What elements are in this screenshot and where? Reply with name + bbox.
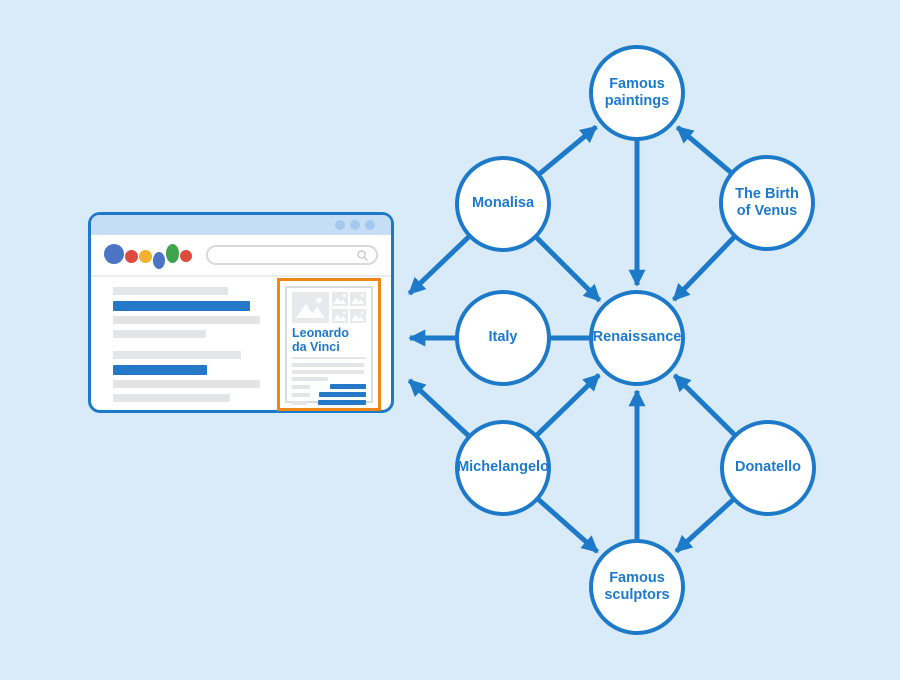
window-control-dots <box>335 220 375 230</box>
results-area: Leonardo da Vinci <box>91 277 391 413</box>
graph-node-renaissance: Renaissance <box>589 290 685 386</box>
panel-text-line <box>292 377 328 381</box>
logo-dot-red <box>125 249 138 263</box>
window-control-dot <box>350 220 360 230</box>
window-control-dot <box>365 220 375 230</box>
graph-node-famous-paintings: Famous paintings <box>589 45 685 141</box>
result-line-gray <box>113 316 260 324</box>
graph-node-monalisa: Monalisa <box>455 156 551 252</box>
image-thumbnails <box>332 292 366 323</box>
panel-label-line <box>292 400 307 405</box>
logo-dot-green-tall <box>166 243 179 263</box>
knowledge-panel-text-skeleton <box>292 363 366 381</box>
window-control-dot <box>335 220 345 230</box>
result-line-gray <box>113 287 228 295</box>
logo-dot-yellow <box>139 249 152 263</box>
graph-node-italy: Italy <box>455 290 551 386</box>
panel-text-line <box>292 370 364 374</box>
result-line-gray <box>113 330 206 338</box>
knowledge-panel-card: Leonardo da Vinci <box>285 286 373 405</box>
logo-dot-red-small <box>180 250 192 262</box>
browser-window: Leonardo da Vinci <box>88 212 394 413</box>
search-results-skeleton <box>113 287 263 408</box>
image-thumbnail-placeholder-icon <box>350 292 366 306</box>
panel-label-line <box>292 392 310 397</box>
panel-link-row <box>292 384 366 389</box>
result-line-blue <box>113 365 207 375</box>
result-gap <box>113 344 263 351</box>
search-icon <box>357 249 368 261</box>
panel-link-row <box>292 400 366 405</box>
image-thumbnail-placeholder-icon <box>350 308 366 323</box>
search-bar <box>206 245 378 265</box>
browser-toolbar <box>91 235 391 277</box>
search-engine-logo <box>104 243 192 269</box>
result-line-gray <box>113 351 241 359</box>
knowledge-panel-links-skeleton <box>292 384 366 405</box>
panel-link-line <box>318 400 366 405</box>
image-thumbnail-placeholder-icon <box>332 292 348 306</box>
graph-node-famous-sculptors: Famous sculptors <box>589 539 685 635</box>
panel-link-line <box>319 392 366 397</box>
graph-node-birth-of-venus: The Birth of Venus <box>719 155 815 251</box>
knowledge-panel-images <box>292 292 366 323</box>
graph-node-michelangelo: Michelangelo <box>455 420 551 516</box>
result-line-gray <box>113 394 230 402</box>
panel-label-line <box>292 384 310 389</box>
panel-link-line <box>330 384 366 389</box>
knowledge-panel-title: Leonardo da Vinci <box>292 326 349 354</box>
logo-dot-blue-large <box>104 244 124 264</box>
browser-titlebar <box>91 215 391 235</box>
result-line-blue <box>113 301 250 311</box>
logo-dot-blue-tall <box>153 251 165 269</box>
panel-text-line <box>292 363 364 367</box>
knowledge-panel: Leonardo da Vinci <box>277 278 381 411</box>
panel-link-row <box>292 392 366 397</box>
image-thumbnail-placeholder-icon <box>332 308 348 323</box>
result-line-gray <box>113 380 260 388</box>
graph-node-donatello: Donatello <box>720 420 816 516</box>
divider <box>292 357 366 359</box>
image-placeholder-icon <box>292 292 329 323</box>
